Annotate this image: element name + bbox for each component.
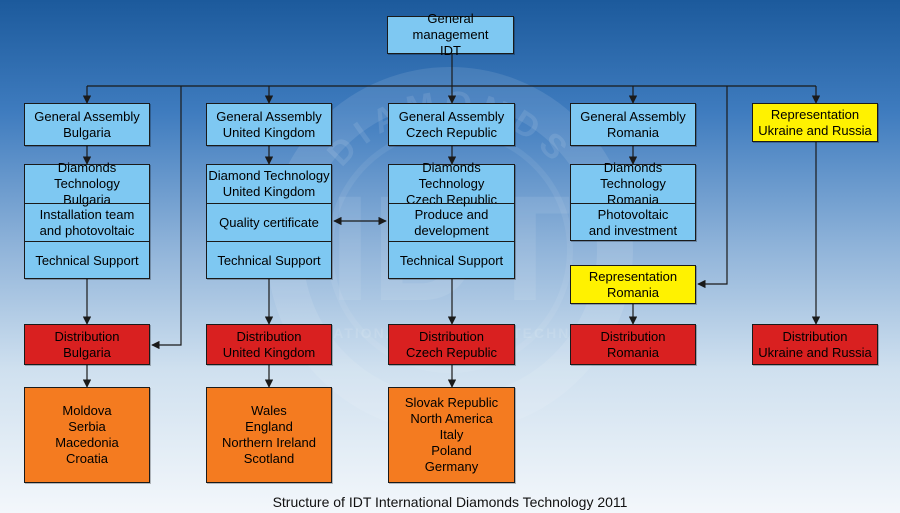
diamonds-technology-czech-republic: Diamonds Technology Czech Republic Produ… <box>388 160 515 279</box>
general-assembly-czech-republic: General Assembly Czech Republic <box>388 103 515 146</box>
general-assembly-bulgaria: General Assembly Bulgaria <box>24 103 150 146</box>
distribution-ukraine-russia: Distribution Ukraine and Russia <box>752 324 878 365</box>
diamonds-technology-romania: Diamonds Technology Romania Photovoltaic… <box>570 160 696 241</box>
general-assembly-romania: General Assembly Romania <box>570 103 696 146</box>
dt-bulgaria-technical-support: Technical Support <box>25 241 149 279</box>
dt-romania-photovoltaic: Photovoltaic and investment <box>571 203 695 241</box>
diamonds-technology-bulgaria: Diamonds Technology Bulgaria Installatio… <box>24 160 150 279</box>
distribution-romania: Distribution Romania <box>570 324 696 365</box>
distribution-czech-republic: Distribution Czech Republic <box>388 324 515 365</box>
general-assembly-united-kingdom: General Assembly United Kingdom <box>206 103 332 146</box>
markets-united-kingdom: Wales England Northern Ireland Scotland <box>206 387 332 483</box>
dt-czech-produce-development: Produce and development <box>389 203 514 241</box>
dt-uk-technical-support: Technical Support <box>207 241 331 279</box>
dt-romania-title: Diamonds Technology Romania <box>600 160 666 207</box>
dt-czech-title: Diamonds Technology Czech Republic <box>405 160 498 207</box>
markets-bulgaria: Moldova Serbia Macedonia Croatia <box>24 387 150 483</box>
dt-uk-title: Diamond Technology United Kingdom <box>208 168 330 199</box>
dt-bulgaria-title: Diamonds Technology Bulgaria <box>54 160 120 207</box>
diamond-technology-united-kingdom: Diamond Technology United Kingdom Qualit… <box>206 164 332 279</box>
chart-caption: Structure of IDT International Diamonds … <box>272 494 628 510</box>
representation-romania: Representation Romania <box>570 265 696 304</box>
dt-bulgaria-installation: Installation team and photovoltaic <box>25 203 149 241</box>
distribution-bulgaria: Distribution Bulgaria <box>24 324 150 365</box>
distribution-united-kingdom: Distribution United Kingdom <box>206 324 332 365</box>
dt-uk-quality-certificate: Quality certificate <box>207 203 331 241</box>
general-management-box: General management IDT <box>387 11 514 58</box>
markets-czech-republic: Slovak Republic North America Italy Pola… <box>388 387 515 483</box>
dt-czech-technical-support: Technical Support <box>389 241 514 279</box>
representation-ukraine-russia: Representation Ukraine and Russia <box>752 103 878 142</box>
